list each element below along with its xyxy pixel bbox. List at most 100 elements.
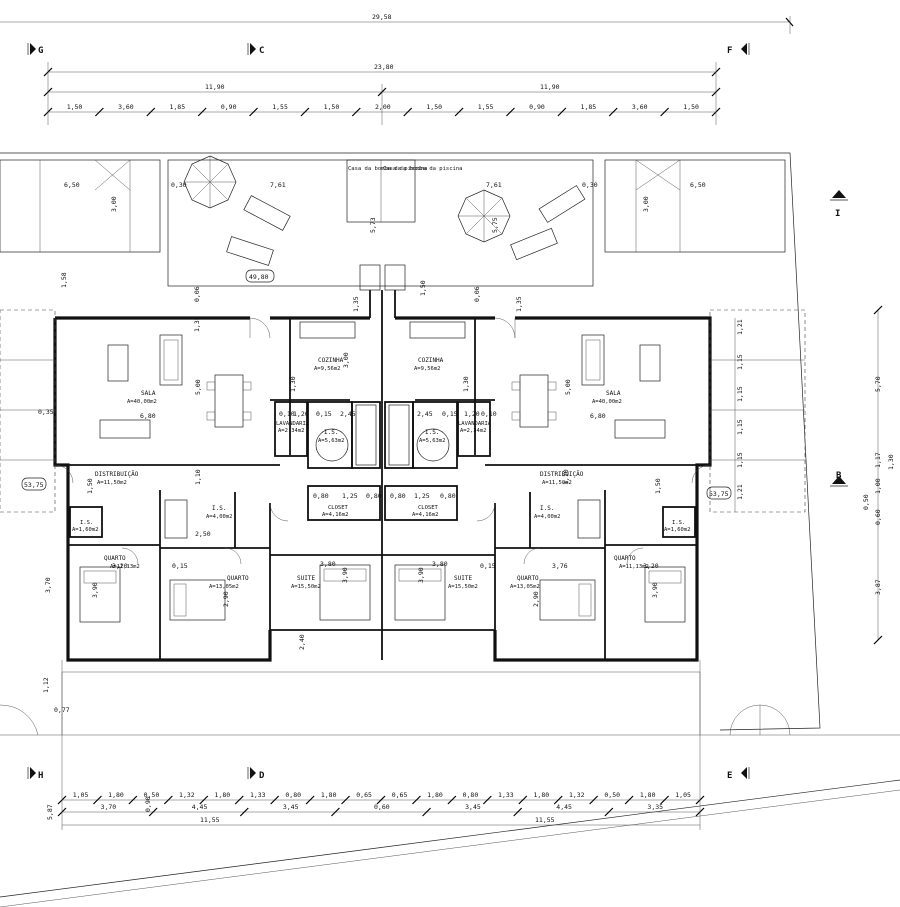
dim-bottom-r1-6: 0,80 xyxy=(285,791,301,799)
dim-370-left: 3,70 xyxy=(44,577,52,593)
dim-tick xyxy=(660,107,670,117)
room-suite-right-area: A=15,50m2 xyxy=(448,584,478,590)
dim-bottom-side: 5,87 xyxy=(46,804,54,820)
room-lav-right-area: A=2,34m2 xyxy=(460,428,487,434)
dim-bottom-r1-14: 1,32 xyxy=(569,791,585,799)
section-label-h: H xyxy=(38,771,43,781)
dim-q1-w-left: 3,20 xyxy=(112,562,128,570)
dim-top-seg-6: 2,00 xyxy=(375,103,391,111)
dim-bottom-r2-6: 3,35 xyxy=(647,803,663,811)
room-quarto2-right: QUARTO xyxy=(517,575,539,582)
section-markers-right: I B xyxy=(830,190,848,487)
dim-tick xyxy=(506,107,515,117)
dim-b-top: 1,17 xyxy=(874,452,882,468)
stair-left-depth: 3,00 xyxy=(110,196,118,212)
dim-i-s6: 1,21 xyxy=(736,484,744,500)
dim-bottom-r1-16: 1,80 xyxy=(640,791,656,799)
dim-dist-left: 1,50 xyxy=(86,478,94,494)
room-is-left-area: A=5,63m2 xyxy=(318,438,345,444)
dim-bottom-r1-15: 0,50 xyxy=(604,791,620,799)
umbrella-left-icon xyxy=(183,155,237,209)
dim-240: 2,40 xyxy=(298,634,306,650)
dim-112: 1,12 xyxy=(42,677,50,693)
dim-top-seg-12: 1,50 xyxy=(683,103,699,111)
dim-bottom-r2-1: 4,45 xyxy=(192,803,208,811)
room-dist-right: DISTRIBUIÇÃO xyxy=(540,471,584,478)
room-closet-left: CLOSET xyxy=(328,505,349,511)
dim-suite-w-left: 3,80 xyxy=(320,560,336,568)
room-is-left: I.S. xyxy=(324,429,338,436)
room-sala-right: SALA xyxy=(606,390,621,397)
room-cozinha-left-area: A=9,56m2 xyxy=(314,366,341,372)
dim-tick xyxy=(249,107,258,117)
dim-q2-h-right: 2,90 xyxy=(532,591,540,607)
dim-bottom-r1-4: 1,80 xyxy=(215,791,231,799)
dim-overall: 29,58 xyxy=(372,13,392,21)
dim-b-r: 1,30 xyxy=(887,454,895,470)
section-label-g: G xyxy=(38,46,43,56)
dim-sala-h-right: 5,00 xyxy=(564,379,572,395)
dim-tick xyxy=(341,795,350,805)
dim-q-h-left: 3,90 xyxy=(91,582,99,598)
section-label-i: I xyxy=(835,209,840,219)
level-left: 53,75 xyxy=(24,481,44,489)
dim-tick xyxy=(518,795,528,805)
dim-tick xyxy=(454,107,464,117)
room-is3-left-area: A=1,60m2 xyxy=(72,527,99,533)
dim-bottom-r1-13: 1,80 xyxy=(534,791,550,799)
room-suite-right: SUITE xyxy=(454,575,472,582)
section-label-f: F xyxy=(727,46,732,56)
room-quarto1-left-area: A=11,13m2 xyxy=(110,564,140,570)
dim-bottom-r1-2: 0,50 xyxy=(144,791,160,799)
room-suite-left-area: A=15,50m2 xyxy=(291,584,321,590)
dim-coz-h-left: 3,00 xyxy=(342,352,350,368)
dim-lav-a-left: 0,10 xyxy=(279,410,295,418)
dim-130-right: 1,30 xyxy=(462,376,470,392)
umbrella-right-icon xyxy=(457,189,511,243)
dim-ls-a-right: 0,15 xyxy=(442,410,458,418)
dim-tick xyxy=(589,795,599,805)
dim-tick xyxy=(239,807,249,817)
dim-top-seg-7: 1,50 xyxy=(426,103,442,111)
dim-110-right: 1,10 xyxy=(562,469,570,485)
dim-bottom-r2-2: 3,45 xyxy=(283,803,299,811)
dim-tick xyxy=(148,807,158,817)
room-is-right: I.S. xyxy=(425,429,439,436)
pump-house-right: Casa da bomba da piscina xyxy=(383,166,462,172)
dim-sala-h-left: 5,00 xyxy=(194,379,202,395)
dim-q2-w-right: 3,76 xyxy=(552,562,568,570)
dim-tick xyxy=(608,107,618,117)
dim-tick xyxy=(94,107,104,117)
dim-bottom-r1-1: 1,80 xyxy=(108,791,124,799)
dim-tick xyxy=(197,107,207,117)
dim-top-seg-4: 1,55 xyxy=(272,103,288,111)
dim-top-seg-11: 3,60 xyxy=(632,103,648,111)
dim-tick xyxy=(351,107,361,117)
dim-tick xyxy=(604,807,614,817)
dim-b-s: 0,50 xyxy=(862,494,870,510)
dim-i-side: 5,70 xyxy=(874,376,882,392)
dim-lav-b-right: 1,20 xyxy=(464,410,480,418)
room-closet-right-area: A=4,16m2 xyxy=(412,512,439,518)
dim-suite-x-right: 0,15 xyxy=(480,562,496,570)
door-swings xyxy=(54,317,711,565)
dim-tick xyxy=(376,795,386,805)
dim-bottom-r1-3: 1,32 xyxy=(179,791,195,799)
dim-573: 5,73 xyxy=(369,217,377,233)
section-label-c: C xyxy=(259,46,264,56)
dim-bottom-r1-7: 1,80 xyxy=(321,791,337,799)
room-is3-right-area: A=1,60m2 xyxy=(664,527,691,533)
section-label-d: D xyxy=(259,771,265,781)
dim-bottom-r2-5: 4,45 xyxy=(556,803,572,811)
dim-top-seg-5: 1,50 xyxy=(324,103,340,111)
lounger-icons xyxy=(226,185,586,266)
dim-sala-left-w: 6,80 xyxy=(140,412,156,420)
level-right: 53,75 xyxy=(709,490,729,498)
building-walls xyxy=(53,264,712,662)
dim-i-s3: 1,15 xyxy=(736,386,744,402)
site-boundary xyxy=(0,152,900,907)
side-porches: 53,75 53,75 0,35 xyxy=(0,309,806,513)
room-is2-left: I.S. xyxy=(212,505,226,512)
dim-b-q: 3,87 xyxy=(874,579,882,595)
dim-lav-b-left: 1,20 xyxy=(293,410,309,418)
